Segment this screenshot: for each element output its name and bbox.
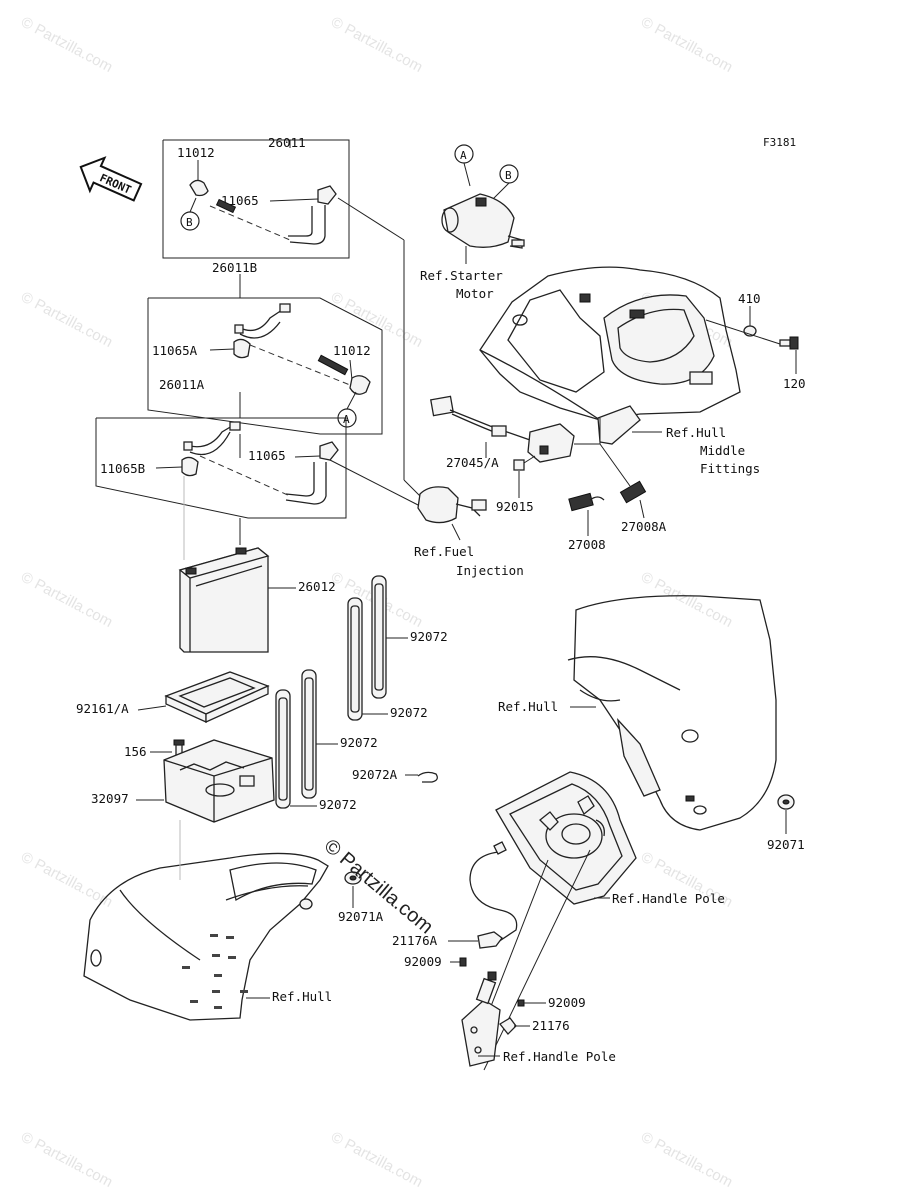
part-label-92072-c: 92072: [340, 735, 378, 750]
part-label-11012-mid: 11012: [333, 343, 371, 358]
hull-left: [83, 820, 329, 1021]
callout-a-starter: A: [460, 149, 467, 162]
part-label-120: 120: [783, 376, 806, 391]
front-arrow-icon: FRONT: [79, 156, 143, 202]
ref-hull-middle-3: Fittings: [700, 461, 760, 476]
watermark: © Partzilla.com: [18, 849, 115, 911]
bolt-120: [779, 336, 799, 350]
watermark: © Partzilla.com: [328, 1129, 425, 1191]
battery-pad: [164, 671, 270, 724]
ref-fuel-injection-1: Ref.Fuel: [414, 544, 474, 559]
ref-hull-right: Ref.Hull: [498, 699, 558, 714]
ref-hull-middle-1: Ref.Hull: [666, 425, 726, 440]
part-label-92161A: 92161/A: [76, 701, 129, 716]
part-label-11065A: 11065A: [152, 343, 198, 358]
battery: [178, 547, 270, 653]
part-label-26011B: 26011B: [212, 260, 257, 275]
fuel-injection-part: [417, 486, 487, 524]
part-label-410: 410: [738, 291, 761, 306]
battery-case: [163, 739, 275, 823]
part-label-27045A: 27045/A: [446, 455, 499, 470]
grommet-92071A: [344, 871, 362, 885]
ref-fuel-injection-2: Injection: [456, 563, 524, 578]
watermark: © Partzilla.com: [638, 1129, 735, 1191]
part-label-26011: 26011: [268, 135, 306, 150]
ref-starter-motor-1: Ref.Starter: [420, 268, 503, 283]
switch-27008: [568, 492, 605, 512]
part-label-32097: 32097: [91, 791, 129, 806]
part-label-26012: 26012: [298, 579, 336, 594]
part-label-92071A: 92071A: [338, 909, 384, 924]
part-label-92009-b: 92009: [548, 995, 586, 1010]
part-label-92072-b: 92072: [390, 705, 428, 720]
watermark: © Partzilla.com: [18, 289, 115, 351]
ref-handle-pole-2: Ref.Handle Pole: [503, 1049, 616, 1064]
part-label-27008: 27008: [568, 537, 606, 552]
ref-hull-left: Ref.Hull: [272, 989, 332, 1004]
grommet-92071: [777, 794, 795, 810]
part-label-92009-a: 92009: [404, 954, 442, 969]
switch-27008A: [619, 480, 647, 504]
part-label-21176: 21176: [532, 1018, 570, 1033]
watermark: © Partzilla.com: [328, 289, 425, 351]
part-label-92072A: 92072A: [352, 767, 398, 782]
hull-middle-fittings: [479, 266, 741, 445]
part-label-92072-d: 92072: [319, 797, 357, 812]
part-label-11012-top: 11012: [177, 145, 215, 160]
part-label-27008A: 27008A: [621, 519, 667, 534]
handle-pole-bracket: [461, 971, 501, 1067]
part-label-26011A: 26011A: [159, 377, 205, 392]
screw-92009-a: [459, 957, 467, 967]
watermark: © Partzilla.com: [638, 14, 735, 76]
handle-pole-plate: [495, 771, 637, 905]
figure-code: F3181: [763, 136, 796, 149]
screw-92009-b: [517, 999, 525, 1007]
ref-hull-middle-2: Middle: [700, 443, 745, 458]
clip-92015: [513, 459, 525, 471]
clip-92072A: [417, 771, 438, 783]
watermark: © Partzilla.com: [18, 569, 115, 631]
ref-handle-pole-1: Ref.Handle Pole: [612, 891, 725, 906]
watermark: © Partzilla.com: [18, 1129, 115, 1191]
part-label-11065-mid: 11065: [248, 448, 286, 463]
hull-right: [567, 595, 777, 831]
callout-b: B: [186, 216, 193, 229]
starter-motor: [441, 193, 525, 249]
straps: [275, 575, 387, 809]
part-label-92015: 92015: [496, 499, 534, 514]
part-label-156: 156: [124, 744, 147, 759]
watermark: © Partzilla.com: [638, 569, 735, 631]
callout-b-starter: B: [505, 169, 512, 182]
watermark: © Partzilla.com: [328, 14, 425, 76]
watermark: © Partzilla.com: [18, 14, 115, 76]
part-label-21176A: 21176A: [392, 933, 438, 948]
bolt-156: [173, 739, 185, 760]
part-label-92072-a: 92072: [410, 629, 448, 644]
ref-starter-motor-2: Motor: [456, 286, 494, 301]
part-label-11065B: 11065B: [100, 461, 145, 476]
harness-27045: [430, 395, 601, 463]
part-label-92071: 92071: [767, 837, 805, 852]
